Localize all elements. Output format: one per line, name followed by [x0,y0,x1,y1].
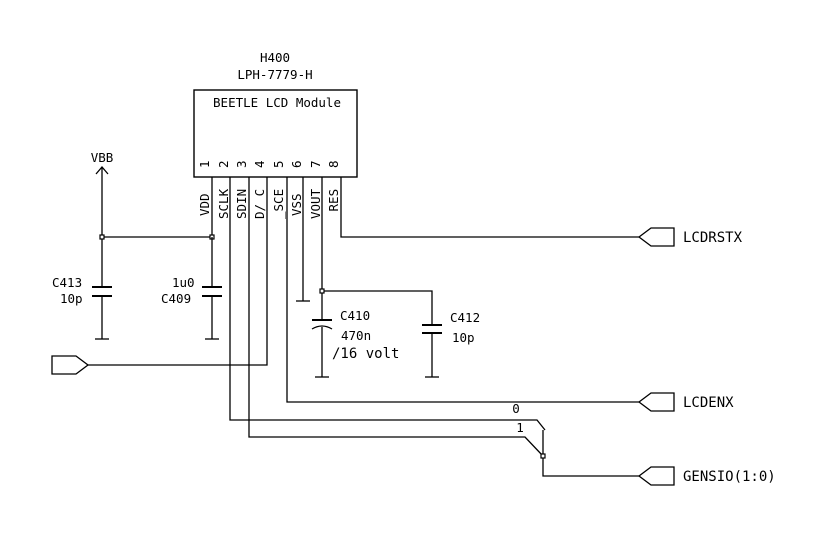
junction-vbb [99,234,105,240]
pin-name-res: _RES [326,189,341,219]
pin-wires [87,177,639,457]
wire-res [340,177,639,238]
wire-dc [87,177,268,366]
pin-number-7: 7 [308,160,323,168]
c409-value: 1u0 [172,275,195,290]
c413-ref: C413 [52,275,82,290]
bus-bit-1-label: 1 [516,420,524,435]
pin-number-6: 6 [289,160,304,168]
pin-number-2: 2 [216,160,231,168]
vbb-supply: VBB [91,150,215,287]
junction-bus [540,453,546,459]
pin-name-sdin: SDIN [234,189,249,219]
component-ref: H400 [260,50,290,65]
wire-sce [286,177,639,403]
junction-vout [319,288,325,294]
capacitor-c409: 1u0 C409 [161,237,222,340]
port-gensio-shape [637,466,675,486]
pin-number-8: 8 [326,160,341,168]
pin-number-1: 1 [197,160,212,168]
pin-name-vout: VOUT [308,188,323,219]
lcd-module-body [193,89,358,178]
port-dc-input [51,355,90,375]
c409-ref: C409 [161,291,191,306]
bus-bit-0-label: 0 [512,401,520,416]
lcd-module: H400 LPH-7779-H BEETLE LCD Module 1 2 3 … [193,50,358,219]
port-gensio-label: GENSIO(1:0) [683,469,776,485]
pin-number-4: 4 [252,160,267,168]
port-lcdenx-label: LCDENX [683,395,734,411]
wire-sclk [229,177,546,431]
c412-ref: C412 [450,310,480,325]
port-lcdrstx: LCDRSTX [637,227,743,247]
port-lcdenx-shape [637,392,675,412]
pin-number-5: 5 [271,160,286,168]
port-lcdrstx-label: LCDRSTX [683,230,743,246]
vbb-label: VBB [91,150,114,165]
wire-sdin [248,177,544,457]
pin-number-3: 3 [234,160,249,168]
c413-value: 10p [60,291,83,306]
gensio-bus: 0 1 GENSIO(1:0) [512,401,776,486]
c410-rating: /16 volt [332,346,399,362]
pin-name-vss: VSS [289,193,304,216]
port-dc-shape [51,355,90,375]
port-lcdenx: LCDENX [637,392,734,412]
bus-trunk [542,430,639,477]
c410-value: 470n [341,328,371,343]
c412-value: 10p [452,330,475,345]
c410-ref: C410 [340,308,370,323]
component-title: BEETLE LCD Module [213,95,341,110]
c410-plate-bottom-curved [311,325,333,330]
vout-network: C410 470n /16 volt C412 10p [311,288,480,378]
port-lcdrstx-shape [637,227,675,247]
wire-vout-c412 [322,290,433,325]
pin-name-dc: D/_C [252,189,267,219]
pin-name-vdd: VDD [197,193,212,216]
pin-name-sce: _SCE [271,189,286,219]
capacitor-c413: C413 10p [52,275,112,340]
pin-name-sclk: SCLK [216,188,231,219]
component-part-number: LPH-7779-H [237,67,312,82]
